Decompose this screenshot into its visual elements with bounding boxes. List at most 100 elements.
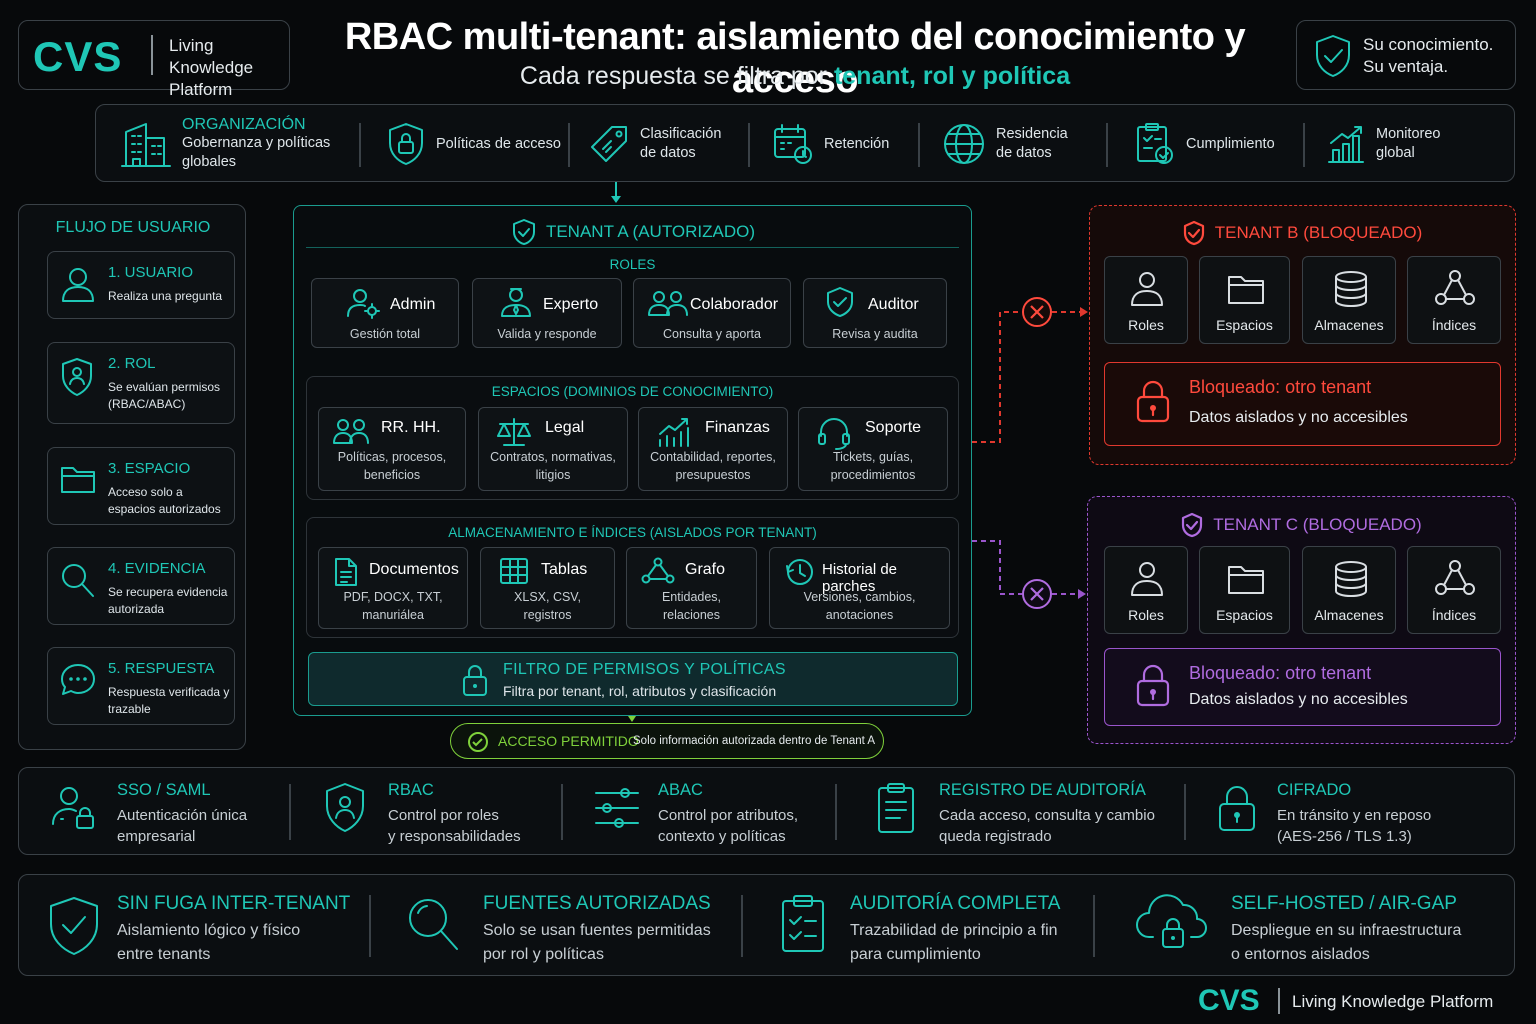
motto-text: Su conocimiento.Su ventaja. (1363, 35, 1494, 76)
storage-card-documents: Documentos PDF, DOCX, TXT, manuriálea (318, 547, 468, 629)
role-card-expert: Experto Valida y responde (472, 278, 622, 348)
tag-icon (591, 126, 627, 162)
shield-check-icon (1316, 35, 1350, 77)
lock-icon (1136, 664, 1170, 707)
storage-section: ALMACENAMIENTO E ÍNDICES (AISLADOS POR T… (306, 517, 959, 638)
footer-tagline: Living Knowledge Platform (1292, 992, 1494, 1011)
user-flow-title: FLUJO DE USUARIO (55, 219, 211, 236)
storage-card-patch-history: Historial de parches Versiones, cambios,… (769, 547, 950, 629)
org-title: ORGANIZACIÓN (182, 116, 306, 133)
user-lock-icon (52, 787, 94, 829)
footer-logo: CVS (1198, 984, 1260, 1017)
shield-check-icon (1182, 512, 1203, 538)
space-card-support: Soporte Tickets, guías, procedimientos (798, 407, 948, 491)
roles-section: ROLES Admin Gestión total Experto Valida… (306, 251, 959, 361)
shield-check-icon (512, 219, 535, 245)
clipboard-list-icon (878, 783, 914, 833)
table-icon (500, 558, 528, 584)
space-card-hr: RR. HH. Políticas, procesos, beneficios (318, 407, 466, 491)
calendar-clock-icon (774, 124, 812, 164)
headset-icon (818, 418, 850, 450)
user-flow-panel: FLUJO DE USUARIO 1. USUARIO Realiza una … (18, 204, 246, 750)
graph-icon (1435, 560, 1475, 595)
tenant-c-stores: Almacenes (1302, 546, 1396, 634)
flow-step-user: 1. USUARIO Realiza una pregunta (47, 251, 235, 319)
guarantee-authorized-sources: FUENTES AUTORIZADAS Solo se usan fuentes… (405, 875, 735, 977)
lock-icon (1219, 786, 1255, 831)
scales-icon (497, 418, 531, 446)
folder-icon (1228, 276, 1264, 304)
database-icon (1335, 271, 1367, 307)
lock-icon (463, 665, 487, 696)
role-card-collaborator: Colaborador Consulta y aporta (633, 278, 791, 348)
history-icon (786, 559, 813, 585)
globe-icon (944, 124, 984, 164)
tenant-b-stores: Almacenes (1302, 256, 1396, 344)
flow-step-space: 3. ESPACIO Acceso solo a espacios autori… (47, 447, 235, 525)
shield-lock-icon (389, 123, 423, 165)
graph-icon (641, 557, 675, 584)
shield-check-icon (827, 287, 853, 317)
search-icon (62, 564, 94, 597)
tenant-a-title: TENANT A (AUTORIZADO) (294, 218, 973, 246)
storage-card-graph: Grafo Entidades, relaciones (626, 547, 757, 629)
storage-card-tables: Tablas XLSX, CSV, registros (480, 547, 615, 629)
guarantees-bar: SIN FUGA INTER-TENANT Aislamiento lógico… (18, 874, 1515, 976)
database-icon (1335, 561, 1367, 597)
search-icon (409, 899, 458, 950)
shield-check-icon (50, 897, 98, 955)
folder-icon (1228, 566, 1264, 594)
tenant-b-blocked-box: Bloqueado: otro tenant Datos aislados y … (1104, 362, 1501, 446)
graph-icon (1435, 270, 1475, 305)
flow-step-evidence: 4. EVIDENCIA Se recupera evidencia autor… (47, 547, 235, 625)
document-icon (335, 558, 357, 586)
shield-user-icon (326, 783, 364, 832)
organization-bar: ORGANIZACIÓN Gobernanza y políticas glob… (95, 104, 1515, 182)
org-item-retention: Retención (772, 105, 889, 183)
tenant-b-roles: Roles (1104, 256, 1188, 344)
tenant-c-roles: Roles (1104, 546, 1188, 634)
org-item-compliance: Cumplimiento (1134, 105, 1275, 183)
space-card-legal: Legal Contratos, normativas, litigios (478, 407, 628, 491)
org-item-organization: ORGANIZACIÓN Gobernanza y políticas glob… (120, 105, 332, 183)
motto-box: Su conocimiento.Su ventaja. (1296, 20, 1516, 90)
feature-audit-log: REGISTRO DE AUDITORÍA Cada acceso, consu… (875, 768, 1175, 856)
org-label: Gobernanza y políticas globales (182, 135, 331, 170)
user-icon (1131, 272, 1163, 306)
role-card-admin: Admin Gestión total (311, 278, 459, 348)
org-item-global-monitoring: Monitoreo global (1326, 105, 1456, 183)
page-subtitle: Cada respuesta se filtra por tenant, rol… (519, 62, 1071, 90)
tenant-c-panel: TENANT C (BLOQUEADO) Roles Espacios Alma… (1087, 496, 1516, 744)
user-icon (62, 268, 94, 302)
user-tie-icon (501, 288, 531, 317)
users-icon (648, 291, 688, 316)
clipboard-check-icon (782, 895, 824, 952)
tenant-b-panel: TENANT B (BLOQUEADO) Roles Espacios Alma… (1089, 205, 1516, 465)
sliders-icon (595, 788, 639, 828)
chat-icon (61, 664, 95, 695)
guarantee-self-hosted: SELF-HOSTED / AIR-GAP Despliegue en su i… (1135, 875, 1505, 977)
lock-icon (1136, 380, 1170, 423)
tenant-c-indexes: Índices (1407, 546, 1501, 634)
guarantee-full-audit: AUDITORÍA COMPLETA Trazabilidad de princ… (779, 875, 1099, 977)
user-gear-icon (347, 289, 380, 319)
tenant-b-title: TENANT B (BLOQUEADO) (1090, 220, 1515, 246)
access-allowed-badge: ACCESO PERMITIDO Solo información autori… (450, 723, 884, 759)
folder-icon (61, 467, 95, 493)
flow-step-role: 2. ROL Se evalúan permisos (RBAC/ABAC) (47, 342, 235, 424)
page-title: RBAC multi-tenant: aislamiento del conoc… (344, 16, 1246, 101)
tenant-c-blocked-box: Bloqueado: otro tenant Datos aislados y … (1104, 648, 1501, 726)
growth-chart-icon (659, 418, 689, 447)
users-icon (333, 419, 369, 444)
tenant-c-title: TENANT C (BLOQUEADO) (1088, 512, 1515, 538)
user-icon (1131, 562, 1163, 596)
role-card-auditor: Auditor Revisa y audita (803, 278, 947, 348)
guarantee-no-leak: SIN FUGA INTER-TENANT Aislamiento lógico… (47, 875, 367, 977)
tenant-a-panel: TENANT A (AUTORIZADO) ROLES Admin Gestió… (293, 205, 972, 716)
org-item-data-classification: Clasificación de datos (590, 105, 730, 183)
org-item-access-policies: Políticas de acceso (386, 105, 561, 183)
